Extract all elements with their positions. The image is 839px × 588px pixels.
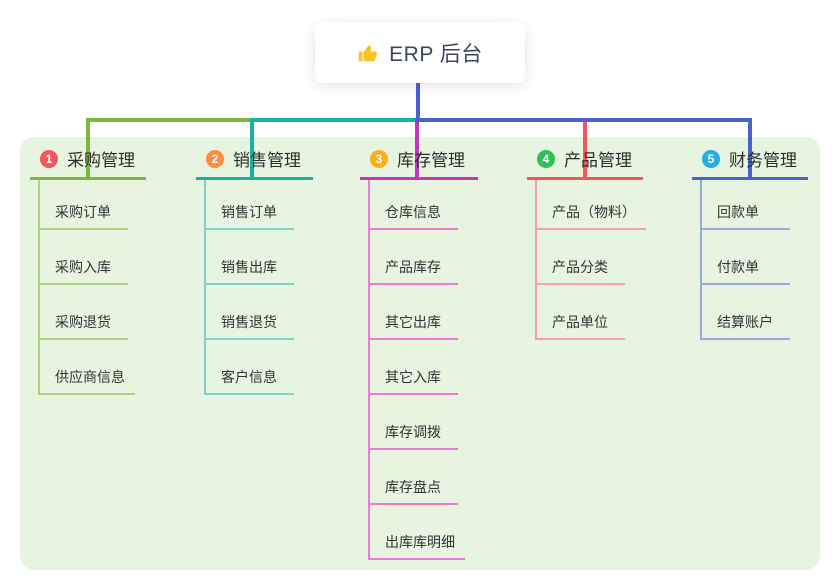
branch-header[interactable]: 2 销售管理 — [206, 146, 301, 171]
children-connector — [204, 180, 206, 395]
child-label: 销售订单 — [221, 204, 277, 220]
child-node[interactable]: 销售出库 — [204, 230, 294, 285]
branch-header[interactable]: 5 财务管理 — [702, 146, 797, 171]
child-label: 库存调拨 — [385, 424, 441, 440]
child-label: 销售退货 — [221, 314, 277, 330]
child-node[interactable]: 产品库存 — [368, 230, 458, 285]
child-label: 付款单 — [717, 259, 759, 275]
child-label: 其它出库 — [385, 314, 441, 330]
branch-drop-line — [415, 118, 419, 180]
child-node[interactable]: 采购入库 — [38, 230, 128, 285]
children-group: 采购订单采购入库采购退货供应商信息 — [38, 180, 135, 395]
child-node[interactable]: 客户信息 — [204, 340, 294, 395]
bus-segment — [86, 118, 252, 122]
child-label: 采购退货 — [55, 314, 111, 330]
children-group: 回款单付款单结算账户 — [700, 180, 790, 340]
root-node[interactable]: ERP 后台 — [315, 22, 525, 83]
branch-number-badge: 4 — [537, 149, 555, 168]
child-node[interactable]: 库存盘点 — [368, 450, 458, 505]
child-node[interactable]: 采购订单 — [38, 180, 128, 230]
child-node[interactable]: 销售退货 — [204, 285, 294, 340]
branch-label: 销售管理 — [233, 151, 301, 170]
branch-number-badge: 3 — [370, 149, 388, 168]
child-node[interactable]: 产品单位 — [535, 285, 625, 340]
child-label: 产品分类 — [552, 259, 608, 275]
child-label: 仓库信息 — [385, 204, 441, 220]
branch-number-badge: 2 — [206, 149, 224, 168]
child-label: 采购订单 — [55, 204, 111, 220]
children-group: 产品（物料） 产品分类产品单位 — [535, 180, 646, 340]
branch-underline — [196, 177, 313, 180]
branch-label: 财务管理 — [729, 151, 797, 170]
branch-drop-line — [748, 118, 752, 180]
child-node[interactable]: 产品（物料） — [535, 180, 646, 230]
bus-segment — [415, 118, 752, 122]
child-node[interactable]: 销售订单 — [204, 180, 294, 230]
child-node[interactable]: 库存调拨 — [368, 395, 458, 450]
branch-label: 采购管理 — [67, 151, 135, 170]
root-connector-line — [416, 83, 420, 122]
child-node[interactable]: 其它入库 — [368, 340, 458, 395]
root-title: ERP 后台 — [389, 42, 483, 66]
child-node[interactable]: 出库库明细 — [368, 505, 465, 560]
branch-drop-line — [583, 118, 587, 180]
child-label: 其它入库 — [385, 369, 441, 385]
child-label: 产品单位 — [552, 314, 608, 330]
thumbs-up-icon — [357, 42, 379, 64]
branch-underline — [692, 177, 808, 180]
branches-panel — [20, 137, 820, 570]
child-node[interactable]: 采购退货 — [38, 285, 128, 340]
branch-label: 库存管理 — [397, 151, 465, 170]
child-node[interactable]: 产品分类 — [535, 230, 625, 285]
branch-number-badge: 5 — [702, 149, 720, 168]
child-label: 采购入库 — [55, 259, 111, 275]
child-label: 产品库存 — [385, 259, 441, 275]
bus-segment — [250, 118, 419, 122]
branch-underline — [30, 177, 146, 180]
branch-underline — [527, 177, 643, 180]
children-connector — [700, 180, 702, 340]
branch-drop-line — [250, 118, 254, 180]
children-connector — [535, 180, 537, 340]
branch-number-badge: 1 — [40, 149, 58, 168]
children-group: 仓库信息产品库存其它出库其它入库库存调拨库存盘点出库库明细 — [368, 180, 465, 560]
child-label: 库存盘点 — [385, 479, 441, 495]
child-label: 客户信息 — [221, 369, 277, 385]
branch-header[interactable]: 1 采购管理 — [40, 146, 135, 171]
child-node[interactable]: 供应商信息 — [38, 340, 135, 395]
branch-drop-line — [86, 118, 90, 180]
child-node[interactable]: 付款单 — [700, 230, 790, 285]
child-label: 销售出库 — [221, 259, 277, 275]
child-node[interactable]: 其它出库 — [368, 285, 458, 340]
child-label: 出库库明细 — [385, 534, 455, 550]
child-node[interactable]: 仓库信息 — [368, 180, 458, 230]
child-node[interactable]: 结算账户 — [700, 285, 790, 340]
child-label: 回款单 — [717, 204, 759, 220]
child-label: 结算账户 — [717, 314, 773, 330]
branch-label: 产品管理 — [564, 151, 632, 170]
child-label: 产品（物料） — [552, 204, 636, 220]
children-group: 销售订单销售出库销售退货客户信息 — [204, 180, 294, 395]
child-node[interactable]: 回款单 — [700, 180, 790, 230]
branch-header[interactable]: 3 库存管理 — [370, 146, 465, 171]
child-label: 供应商信息 — [55, 369, 125, 385]
children-connector — [38, 180, 40, 395]
children-connector — [368, 180, 370, 560]
branch-underline — [360, 177, 478, 180]
branch-header[interactable]: 4 产品管理 — [537, 146, 632, 171]
